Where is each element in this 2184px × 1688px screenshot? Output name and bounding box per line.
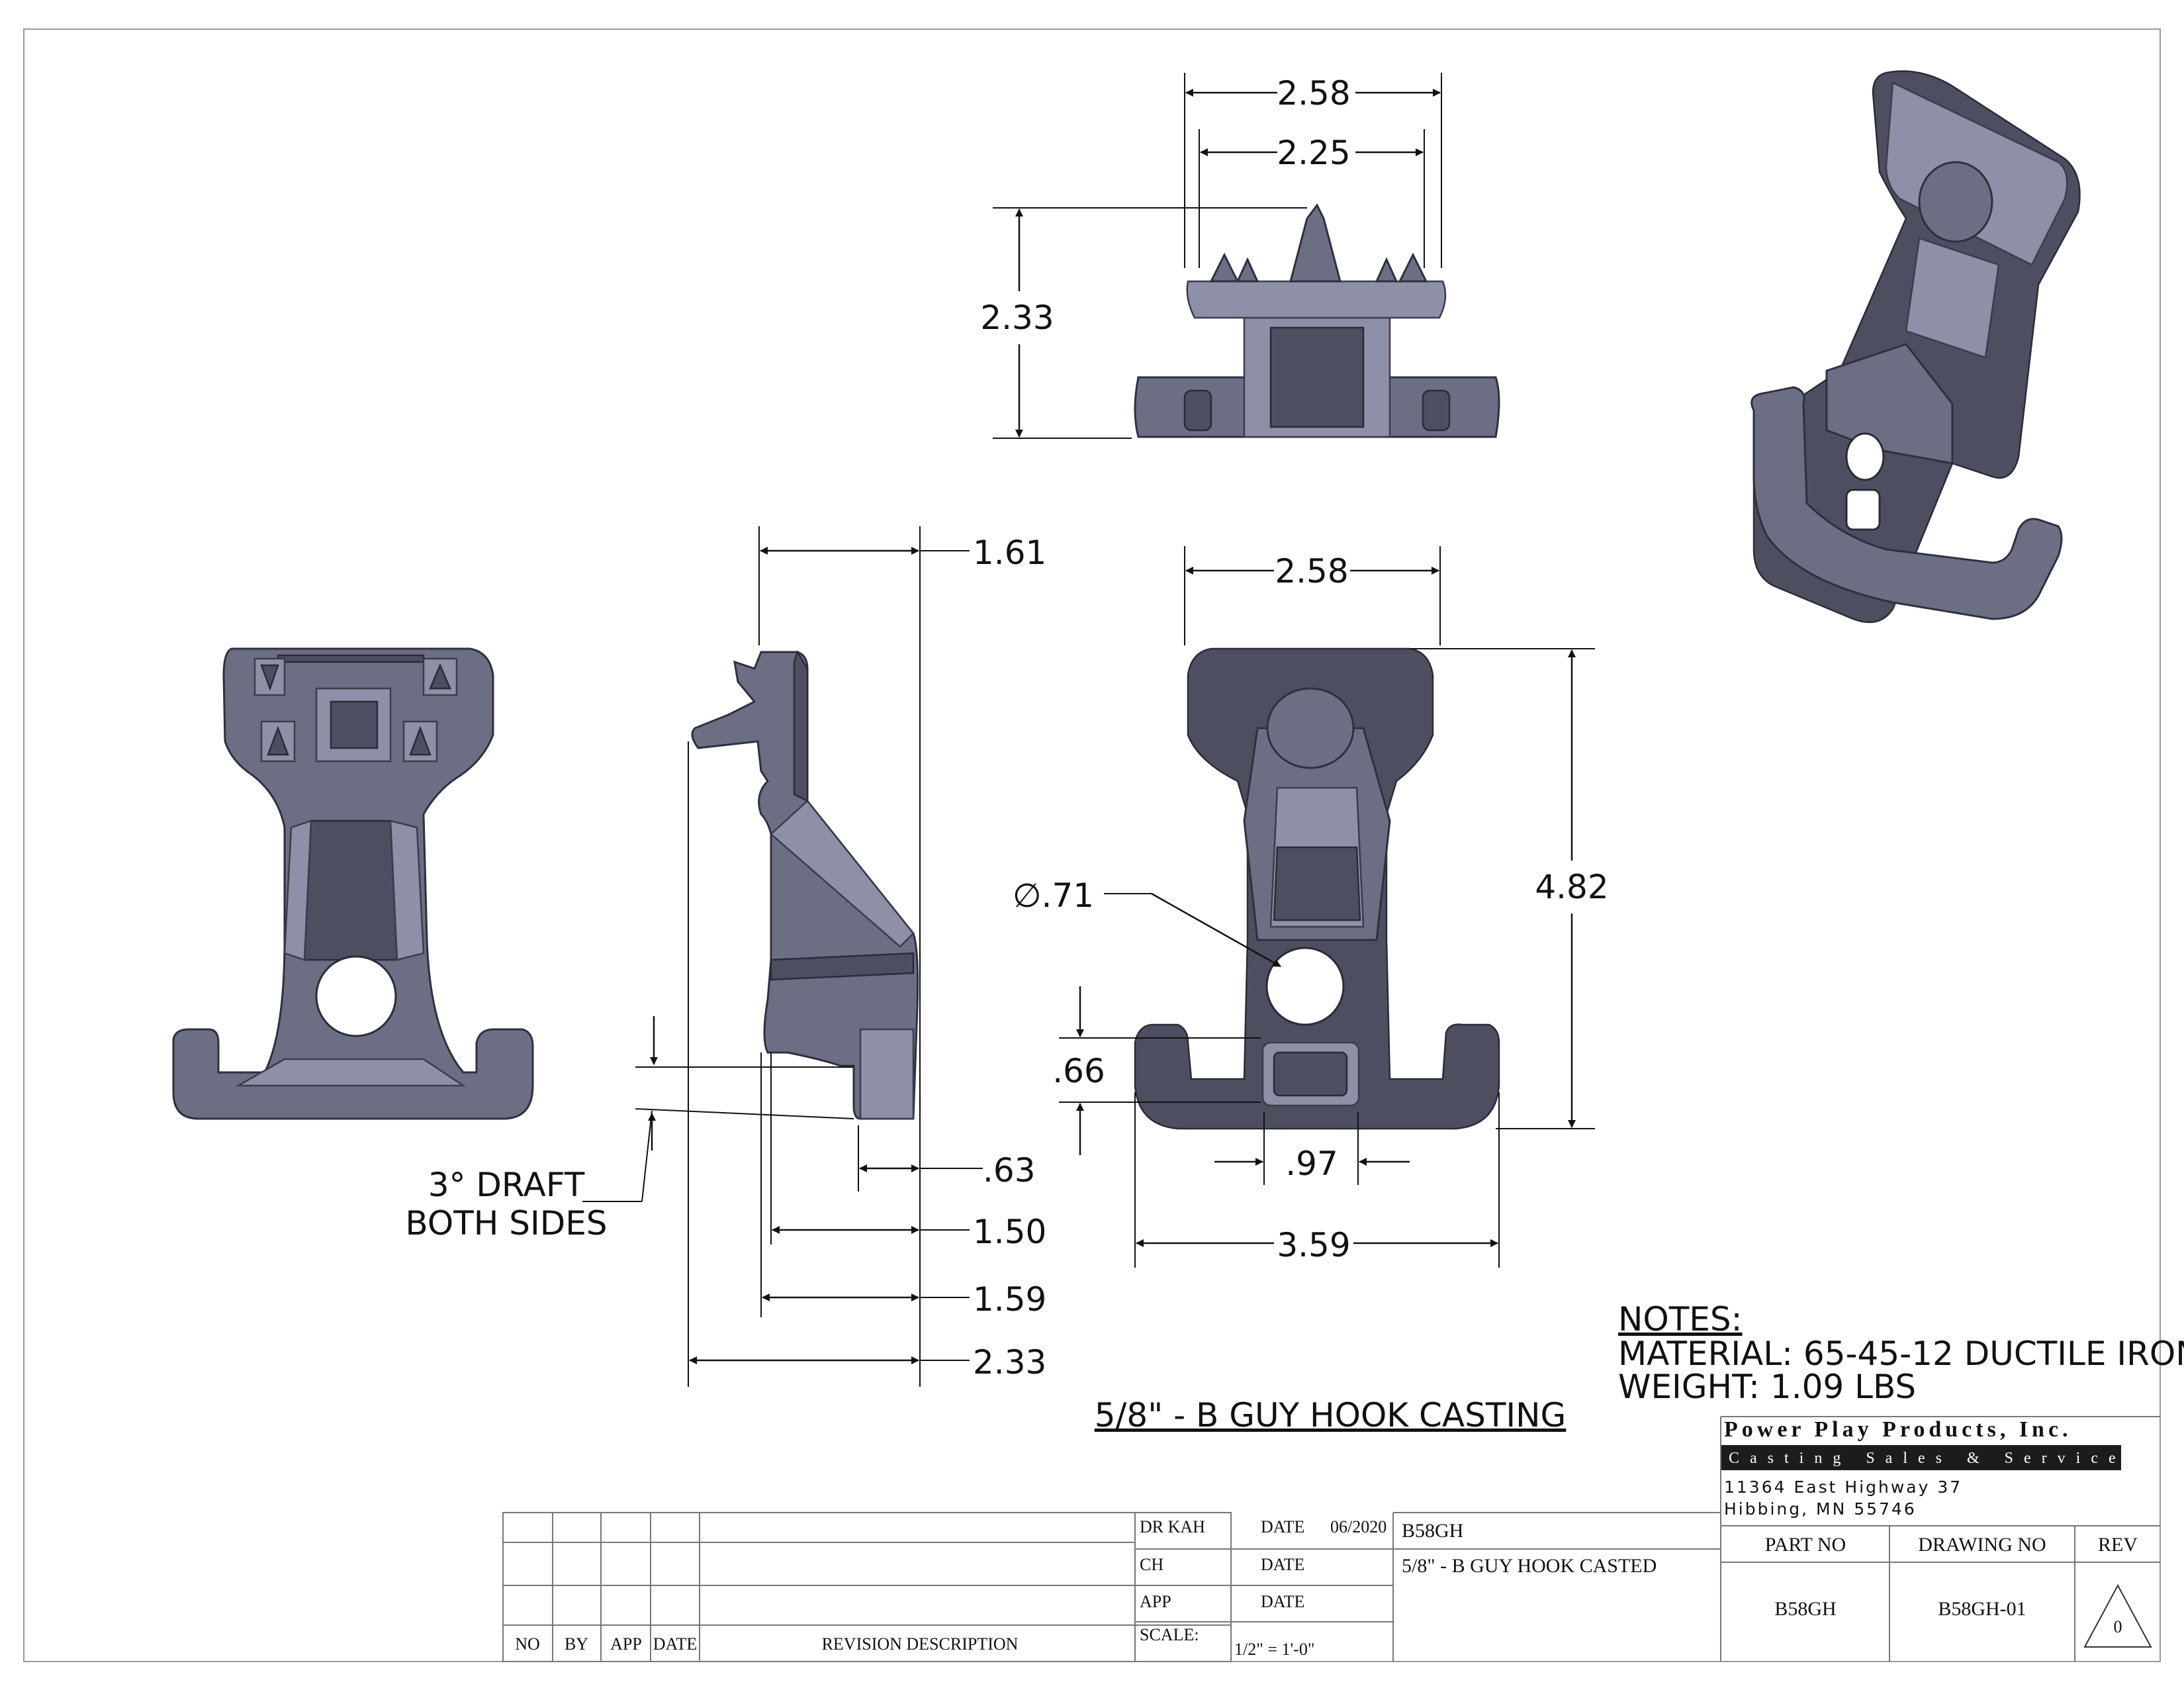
dim-side-1-50: 1.50 (973, 1213, 1046, 1251)
revision-triangle-icon (2083, 1583, 2152, 1648)
dim-top-2-33: 2.33 (980, 299, 1054, 337)
drawing-no-label: DRAWING NO (1918, 1534, 2046, 1556)
company-tagline: Casting Sales & Service (1729, 1450, 2126, 1467)
dim-hole-diameter: ∅.71 (1013, 876, 1094, 915)
scale-value: 1/2" = 1'-0" (1234, 1640, 1314, 1659)
top-view (1134, 203, 1500, 438)
col-date: DATE (653, 1634, 697, 1654)
top-view-dimensions: 2.58 2.25 2.33 (980, 73, 1442, 439)
part-code: B58GH (1402, 1520, 1463, 1542)
side-view (691, 650, 919, 1120)
scale-label: SCALE: (1140, 1625, 1199, 1644)
dr-label: DR KAH (1140, 1517, 1205, 1536)
dim-top-2-25: 2.25 (1277, 134, 1350, 172)
ch-label: CH (1140, 1555, 1163, 1574)
dim-slot-height: .66 (1052, 1052, 1105, 1090)
draft-note-line2: BOTH SIDES (405, 1204, 607, 1243)
dim-side-1-61: 1.61 (973, 534, 1046, 572)
dim-front-4-82: 4.82 (1535, 868, 1608, 906)
dim-top-2-58: 2.58 (1277, 74, 1350, 113)
dim-side-2-33: 2.33 (973, 1343, 1046, 1382)
dim-slot-width: .97 (1285, 1145, 1338, 1183)
dim-hook-span: 3.59 (1277, 1226, 1350, 1264)
notes-weight: WEIGHT: 1.09 LBS (1618, 1368, 1916, 1406)
date-label-2: DATE (1261, 1555, 1304, 1574)
drawing-no-value: B58GH-01 (1938, 1598, 2026, 1620)
draft-note-line1: 3° DRAFT (428, 1166, 585, 1204)
rev-value: 0 (2114, 1617, 2122, 1636)
app-label: APP (1140, 1592, 1171, 1611)
title-block: NO BY APP DATE REVISION DESCRIPTION DR K… (502, 1416, 2160, 1662)
front-view-dimensions: 2.58 4.82 ∅.71 .66 .97 3.59 (1013, 546, 1609, 1268)
back-view (172, 647, 534, 1120)
col-revision-description: REVISION DESCRIPTION (822, 1634, 1019, 1654)
company-address-2: Hibbing, MN 55746 (1724, 1499, 1917, 1519)
dim-front-2-58: 2.58 (1275, 552, 1348, 590)
part-description: 5/8" - B GUY HOOK CASTED (1402, 1555, 1657, 1577)
notes-material: MATERIAL: 65-45-12 DUCTILE IRON (1618, 1335, 2184, 1373)
part-no-label: PART NO (1765, 1534, 1846, 1556)
col-no: NO (515, 1634, 540, 1654)
col-by: BY (565, 1634, 588, 1654)
date-value: 06/2020 (1330, 1517, 1387, 1536)
part-no-value: B58GH (1774, 1598, 1836, 1620)
company-name: Power Play Products, Inc. (1724, 1417, 2072, 1442)
side-view-dimensions: 1.61 .63 1.50 1.59 2.33 (582, 526, 1046, 1387)
company-block: Power Play Products, Inc. Casting Sales … (1721, 1417, 2126, 1519)
front-view (1134, 647, 1500, 1130)
isometric-view (1751, 70, 2081, 624)
rev-label: REV (2098, 1534, 2138, 1556)
dim-side-0-63: .63 (983, 1151, 1036, 1190)
dim-side-1-59: 1.59 (973, 1280, 1046, 1319)
notes-heading: NOTES: (1618, 1300, 1742, 1338)
part-title: 5/8" - B GUY HOOK CASTING (1095, 1396, 1567, 1434)
company-address-1: 11364 East Highway 37 (1724, 1477, 1962, 1497)
date-label-1: DATE (1261, 1517, 1304, 1536)
col-app: APP (610, 1634, 642, 1654)
date-label-3: DATE (1261, 1592, 1304, 1611)
